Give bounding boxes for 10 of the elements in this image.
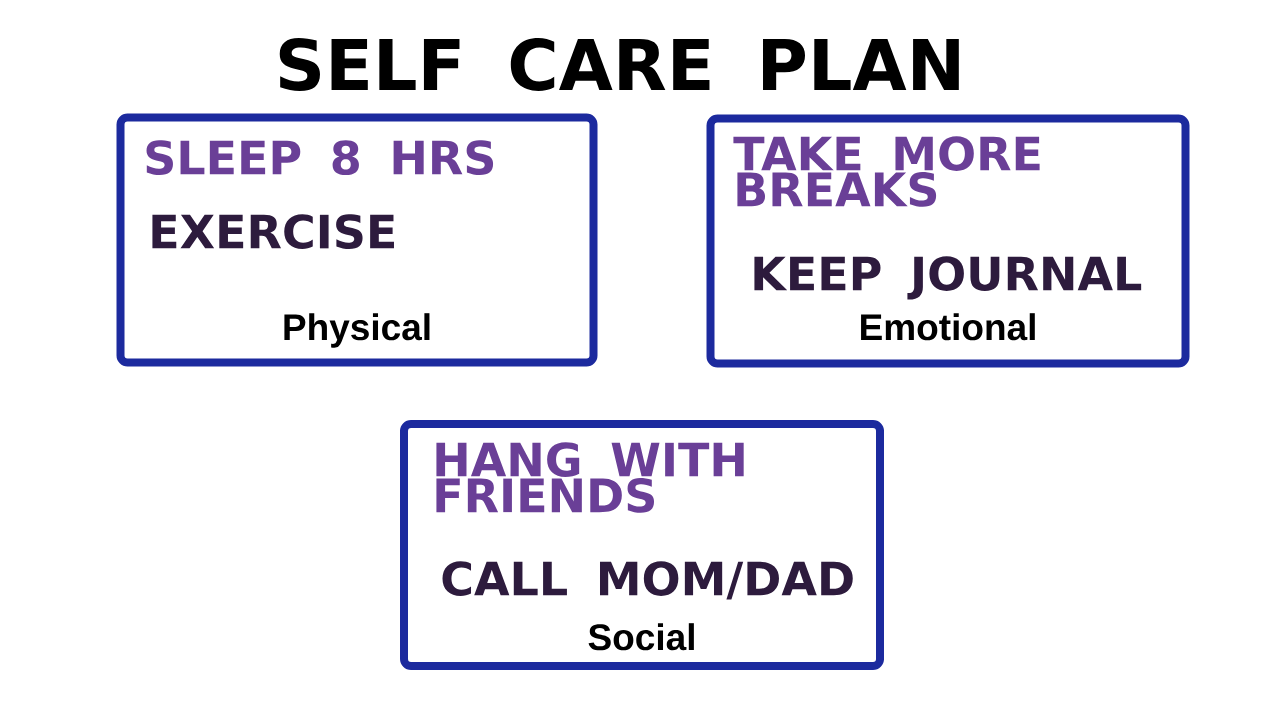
handwritten-text: SLEEP 8 HRS bbox=[146, 140, 494, 175]
title: SELF CARE PLAN bbox=[279, 38, 959, 91]
handwritten-text: KEEP JOURNAL bbox=[754, 256, 1142, 300]
box-caption: Physical bbox=[284, 313, 430, 348]
handwritten-text: HANG WITH FRIENDS bbox=[436, 442, 744, 513]
handwritten-text: EXERCISE bbox=[152, 214, 394, 249]
box-caption: Emotional bbox=[861, 313, 1035, 341]
handwritten-text: CALL MOM/DAD bbox=[442, 561, 853, 600]
handwritten-text: TAKE MORE BREAKS bbox=[733, 136, 1040, 207]
box-caption: Social bbox=[588, 623, 694, 651]
